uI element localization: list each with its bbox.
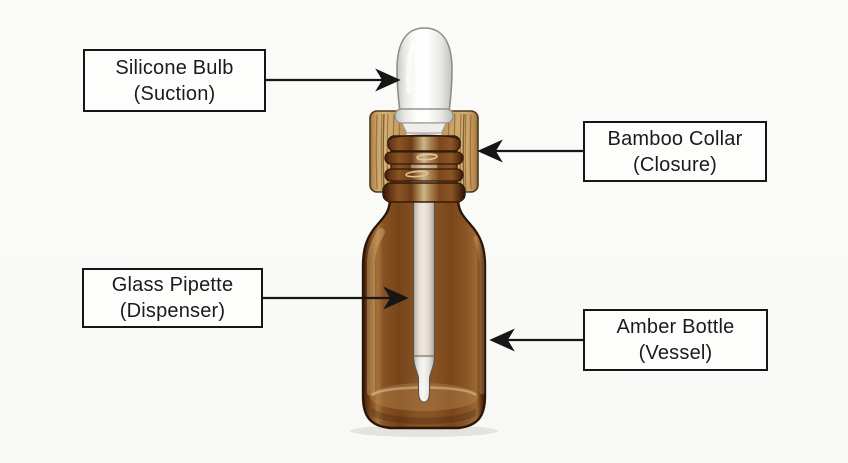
glass-tint-overlay (413, 196, 435, 358)
label-line-1: Amber Bottle (616, 316, 735, 338)
label-glass-pipette: Glass Pipette (Dispenser) (82, 268, 263, 328)
label-line-1: Bamboo Collar (607, 127, 743, 150)
bulb-stem-step (401, 122, 447, 135)
thread-end-1 (416, 153, 438, 161)
wood-grain-dark-lines (382, 113, 465, 191)
label-line-2: (Closure) (632, 153, 718, 176)
body-left-highlight (367, 228, 385, 396)
rim-top-edge (389, 134, 459, 140)
label-line-1: Silicone Bulb (115, 56, 234, 79)
thread-end-2 (405, 170, 429, 178)
leader-arrows (263, 68, 583, 352)
base-shadow-band (372, 408, 476, 425)
label-line-2: (Vessel) (638, 342, 713, 364)
label-silicone-bulb: Silicone Bulb (Suction) (83, 49, 266, 112)
label-bamboo-collar: Bamboo Collar (Closure) (583, 121, 767, 182)
label-line-2: (Suction) (133, 82, 216, 105)
label-line-1: Glass Pipette (111, 274, 234, 296)
arrow-right-icon (375, 68, 401, 92)
arrow-right-icon (383, 286, 409, 310)
neck-flare (382, 182, 466, 203)
neck-rim (387, 135, 461, 152)
label-amber-bottle: Amber Bottle (Vessel) (583, 309, 768, 371)
bulb-highlight (406, 41, 416, 95)
bottle-neck (382, 134, 466, 203)
body-right-highlight (473, 235, 485, 395)
arrow-left-icon (477, 139, 503, 163)
arrow-left-icon (489, 328, 515, 352)
label-line-2: (Dispenser) (119, 300, 226, 322)
thread-ridge-1 (384, 151, 464, 165)
bulb-lip (394, 108, 454, 124)
glass-pipette (412, 195, 436, 403)
pipette-tip (412, 355, 436, 403)
